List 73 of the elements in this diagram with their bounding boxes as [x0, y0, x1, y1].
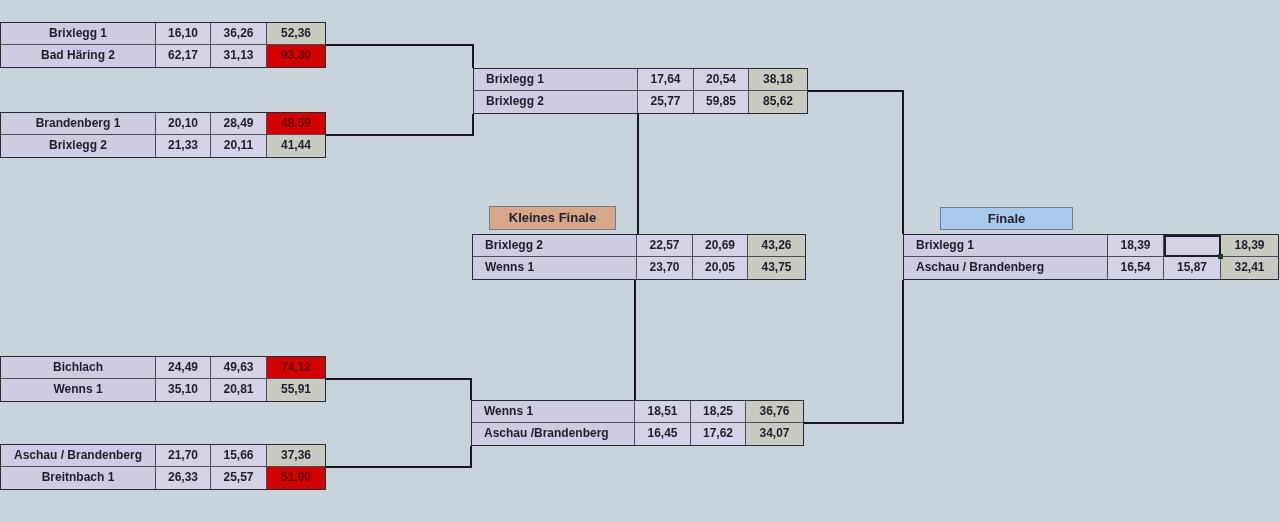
bracket-line: [325, 113, 474, 136]
run-time-cell: 18,51: [635, 401, 691, 423]
bracket-line: [807, 90, 904, 235]
match-table: [0, 112, 326, 158]
match-table: [473, 68, 808, 114]
bracket-line: [634, 279, 636, 401]
match-table: [0, 444, 326, 490]
match-table: [471, 400, 804, 446]
total-time-cell: 34,07: [746, 423, 803, 445]
match-table: [903, 234, 1279, 280]
match-table: [0, 22, 326, 68]
run-time-cell: 59,85: [694, 91, 749, 113]
run-time-cell: 16,45: [635, 423, 691, 445]
match-table: [472, 234, 806, 280]
total-time-cell: 85,62: [749, 91, 807, 113]
total-time-cell: 18,39: [1221, 235, 1278, 257]
bracket-line: [325, 44, 474, 69]
team-name-cell: Brixlegg 2: [473, 235, 637, 257]
run-time-cell: 35,10: [156, 379, 211, 401]
bracket-line: [325, 445, 472, 468]
run-time-cell: 49,63: [211, 357, 267, 379]
run-time-cell: 25,77: [638, 91, 694, 113]
match-table: [0, 356, 326, 402]
total-time-cell: 32,41: [1221, 257, 1278, 279]
run-time-cell: 16,10: [156, 23, 211, 45]
team-name-cell: Brixlegg 1: [474, 69, 638, 91]
team-name-cell: Brixlegg 1: [1, 23, 156, 45]
run-time-cell: 15,66: [211, 445, 267, 467]
team-name-cell: Brixlegg 1: [904, 235, 1108, 257]
run-time-cell: 24,49: [156, 357, 211, 379]
run-time-cell: 15,87: [1164, 257, 1221, 279]
highlighted-total-cell: 74,12: [267, 357, 325, 379]
highlighted-total-cell: 48,59: [267, 113, 325, 135]
bracket-line: [325, 378, 472, 401]
total-time-cell: 43,26: [748, 235, 805, 257]
run-time-cell: 17,64: [638, 69, 694, 91]
run-time-cell: 26,33: [156, 467, 211, 489]
bracket-line: [803, 279, 904, 424]
run-time-cell: 22,57: [637, 235, 693, 257]
bracket-line: [637, 113, 639, 235]
total-time-cell: 36,76: [746, 401, 803, 423]
run-time-cell: 31,13: [211, 45, 267, 67]
run-time-cell: 21,33: [156, 135, 211, 157]
total-time-cell: 37,36: [267, 445, 325, 467]
run-time-cell: 20,69: [693, 235, 748, 257]
total-time-cell: 55,91: [267, 379, 325, 401]
run-time-cell: 16,54: [1108, 257, 1164, 279]
highlighted-total-cell: 93,30: [267, 45, 325, 67]
team-name-cell: Brandenberg 1: [1, 113, 156, 135]
run-time-cell: 17,62: [691, 423, 746, 445]
run-time-cell: 28,49: [211, 113, 267, 135]
run-time-cell: 20,05: [693, 257, 748, 279]
round-heading: Finale: [940, 207, 1073, 230]
run-time-cell: 23,70: [637, 257, 693, 279]
run-time-cell: 18,25: [691, 401, 746, 423]
run-time-cell: 18,39: [1108, 235, 1164, 257]
team-name-cell: Wenns 1: [472, 401, 635, 423]
run-time-cell: 20,10: [156, 113, 211, 135]
run-time-cell: 20,54: [694, 69, 749, 91]
highlighted-total-cell: 51,90: [267, 467, 325, 489]
run-time-cell: 20,81: [211, 379, 267, 401]
total-time-cell: 43,75: [748, 257, 805, 279]
total-time-cell: 41,44: [267, 135, 325, 157]
total-time-cell: 52,36: [267, 23, 325, 45]
total-time-cell: 38,18: [749, 69, 807, 91]
run-time-cell: 25,57: [211, 467, 267, 489]
team-name-cell: Aschau / Brandenberg: [1, 445, 156, 467]
team-name-cell: Bichlach: [1, 357, 156, 379]
run-time-cell: 62,17: [156, 45, 211, 67]
run-time-cell: 20,11: [211, 135, 267, 157]
run-time-cell: 36,26: [211, 23, 267, 45]
run-time-cell: 21,70: [156, 445, 211, 467]
round-heading: Kleines Finale: [489, 206, 616, 230]
